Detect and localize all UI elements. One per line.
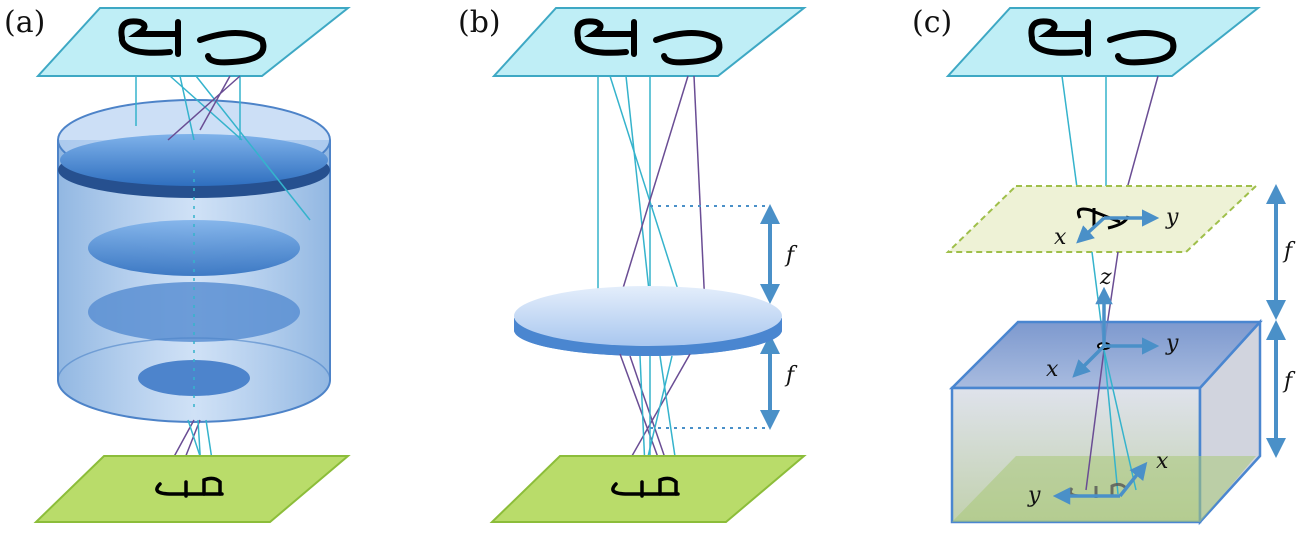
- output-glyph: [155, 476, 224, 498]
- axis-label-y-middle: y: [1165, 331, 1179, 356]
- axes-upper: y x: [1054, 205, 1179, 250]
- lens-disk-2: [88, 220, 300, 276]
- axis-label-y-upper: y: [1165, 205, 1179, 230]
- focal-markers-c: f f: [1266, 184, 1296, 458]
- axes-bottom: x y: [1027, 449, 1169, 508]
- panel-b: (b) f f: [458, 5, 807, 523]
- panel-a: (a): [4, 5, 351, 523]
- axes-middle: y x z: [1046, 265, 1179, 382]
- axis-label-x-bottom: x: [1156, 449, 1169, 474]
- focal-length-label-top: f: [1282, 239, 1296, 264]
- focal-length-label-top: f: [784, 243, 798, 268]
- output-plane: [33, 455, 351, 523]
- focal-length-label-bottom: f: [1282, 369, 1296, 394]
- axis-label-x-middle: x: [1046, 357, 1059, 382]
- rays-b-upper: [597, 75, 707, 329]
- axis-label-x-upper: x: [1054, 225, 1067, 250]
- input-plane: [491, 7, 807, 77]
- panel-b-label: (b): [458, 5, 501, 40]
- axis-label-z-middle: z: [1099, 265, 1112, 290]
- input-glyph: [118, 18, 267, 66]
- panel-c-label: (c): [912, 5, 952, 40]
- axis-label-y-bottom: y: [1027, 483, 1041, 508]
- panel-a-label: (a): [4, 5, 45, 40]
- input-plane: [35, 7, 351, 77]
- lens-disk-3: [88, 282, 300, 342]
- input-glyph: [1028, 18, 1177, 66]
- output-glyph: [611, 476, 680, 498]
- input-glyph: [574, 18, 723, 66]
- focal-length-label-bottom: f: [784, 363, 798, 388]
- output-plane: [489, 455, 807, 523]
- medium-box: [948, 318, 1263, 526]
- panel-c: (c) y x: [912, 5, 1296, 526]
- thin-lens: [514, 286, 782, 356]
- input-plane: [945, 7, 1261, 77]
